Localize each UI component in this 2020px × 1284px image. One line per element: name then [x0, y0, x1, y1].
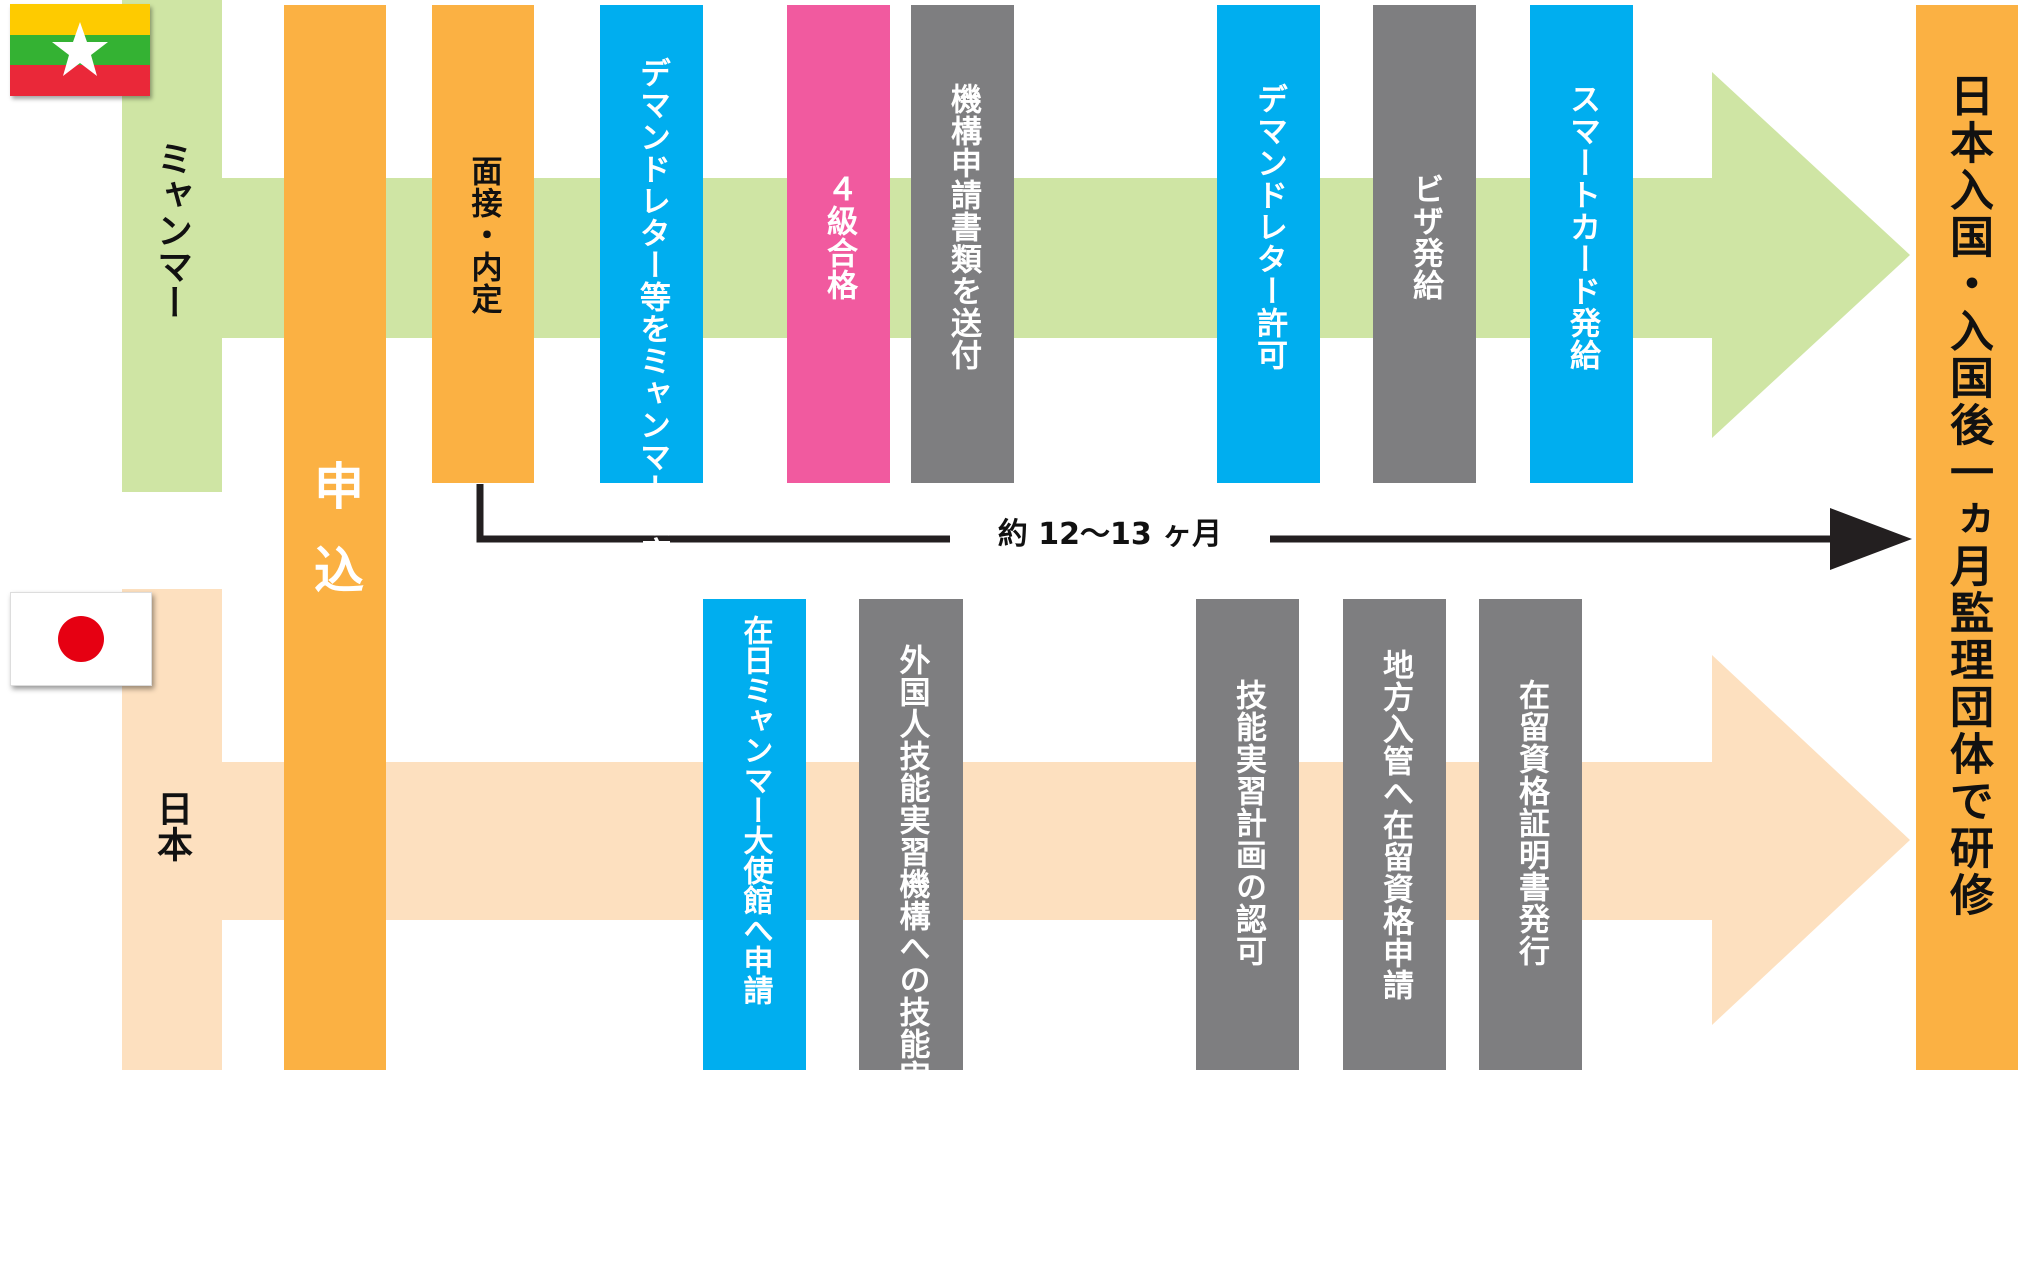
final-label: 日本入国・入国後一ヵ月監理団体で研修	[1942, 73, 1993, 919]
myanmar-step-smart-card: スマートカード発給	[1530, 5, 1633, 483]
myanmar-step-label: ビザ発給	[1407, 173, 1443, 301]
japan-step-residence-certificate: 在留資格証明書発行	[1479, 599, 1582, 1070]
japan-step-label: 在留資格証明書発行	[1513, 679, 1549, 967]
japan-step-label: 外国人技能実習機構への技能実習計画の提出	[893, 644, 930, 1284]
final-column: 日本入国・入国後一ヵ月監理団体で研修	[1916, 5, 2018, 1070]
duration-timeline-line	[476, 484, 1840, 543]
duration-label: 約 12〜13 ヶ月	[950, 513, 1270, 557]
japan-step-label: 在日ミャンマー大使館へ申請	[737, 615, 773, 1005]
myanmar-step-send-documents: 機構申請書類を送付	[911, 5, 1014, 483]
myanmar-step-visa-issue: ビザ発給	[1373, 5, 1476, 483]
japan-step-embassy-application: 在日ミャンマー大使館へ申請	[703, 599, 806, 1070]
myanmar-flag-star-icon	[52, 22, 108, 76]
japan-step-label: 技能実習計画の認可	[1230, 679, 1266, 967]
myanmar-step-interview: 面接・内定	[432, 5, 534, 483]
myanmar-flag-stripe-red	[10, 65, 150, 96]
japan-flow-arrow	[122, 589, 1910, 1070]
japan-step-plan-submission: 外国人技能実習機構への技能実習計画の提出	[859, 599, 963, 1284]
myanmar-step-label: デマンドレター等をミャンマー政府に提出	[634, 57, 670, 665]
flow-arrows	[122, 0, 1912, 1070]
myanmar-step-label: デマンドレター許可	[1251, 83, 1287, 371]
apply-label: 申込	[306, 460, 364, 628]
myanmar-step-demand-letter-submit: デマンドレター等をミャンマー政府に提出	[600, 5, 703, 665]
myanmar-step-label: 面接・内定	[465, 155, 502, 315]
myanmar-step-demand-letter-approval: デマンドレター許可	[1217, 5, 1320, 483]
myanmar-flag	[10, 4, 150, 96]
country-label-japan: 日本	[151, 790, 192, 862]
myanmar-step-label: 機構申請書類を送付	[945, 83, 981, 371]
myanmar-step-label: ４級合格	[821, 173, 857, 301]
apply-column: 申込	[284, 5, 386, 1070]
myanmar-flow-arrow	[122, 0, 1910, 492]
japan-flag-circle	[58, 616, 104, 662]
country-label-myanmar: ミャンマー	[151, 140, 192, 320]
japan-step-label: 地方入管へ在留資格申請	[1377, 649, 1413, 1001]
japan-flag	[10, 592, 152, 686]
duration-arrowhead	[1830, 508, 1912, 570]
myanmar-step-n4-pass: ４級合格	[787, 5, 890, 483]
myanmar-step-label: スマートカード発給	[1564, 83, 1600, 371]
japan-step-residence-application: 地方入管へ在留資格申請	[1343, 599, 1446, 1070]
japan-step-plan-approval: 技能実習計画の認可	[1196, 599, 1299, 1070]
